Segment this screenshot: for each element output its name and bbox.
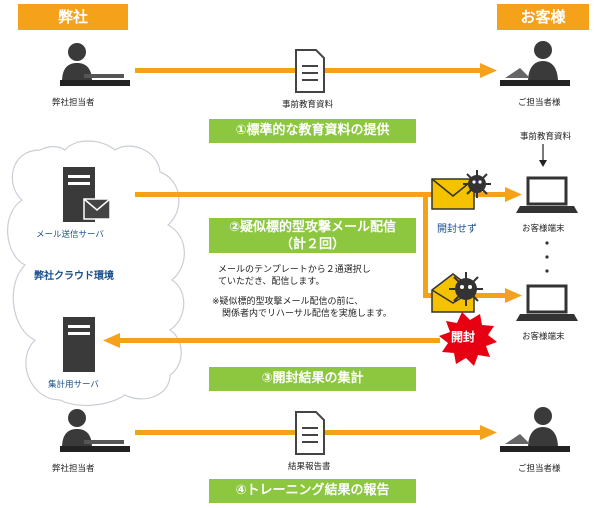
ellipsis-dots	[545, 241, 549, 273]
step-2-line1: ②疑似標的型攻撃メール配信	[228, 220, 396, 235]
label-report: 結果報告書	[288, 462, 331, 472]
step-4-box: ④トレーニング結果の報告	[209, 479, 416, 503]
person-staff-top-icon	[60, 43, 130, 86]
label-staff-top: 弊社担当者	[52, 98, 95, 108]
note-template-2: ていただき、配信します。	[218, 277, 325, 287]
label-terminal-1: お客様端末	[522, 224, 565, 234]
aggregate-server-icon	[63, 317, 95, 372]
label-aggregate-server: 集計用サーバ	[48, 380, 99, 390]
label-opened: 開封	[451, 330, 476, 344]
opened-burst-icon	[439, 312, 497, 366]
header-client: お客様	[497, 4, 589, 30]
label-client-top: ご担当者様	[518, 98, 561, 108]
arrow-mail-1	[135, 187, 522, 202]
label-doc-right: 事前教育資料	[520, 132, 572, 142]
laptop-icon-2	[516, 284, 578, 321]
mail-unopened-virus-icon	[431, 170, 491, 210]
document-icon-top	[295, 49, 325, 93]
label-mail-server: メール送信サーバ	[36, 230, 104, 240]
step-2-line2: （計２回）	[279, 237, 345, 252]
document-icon-bottom	[295, 411, 325, 455]
note-rehearsal-2: 関係者内でリハーサル配信を実施します。	[222, 309, 392, 319]
label-cloud: 弊社クラウド環境	[34, 271, 114, 282]
label-unopened: 開封せず	[437, 224, 477, 235]
label-client-bottom: ご担当者様	[518, 464, 561, 474]
arrow-back	[103, 333, 440, 348]
note-rehearsal-1: ※疑似標的型攻撃メール配信の前に、	[212, 297, 364, 307]
laptop-icon-1	[516, 176, 578, 213]
person-client-top-icon	[500, 41, 570, 86]
mail-server-icon	[63, 167, 111, 222]
label-staff-bottom: 弊社担当者	[52, 464, 95, 474]
mail-opened-virus-icon	[431, 272, 483, 313]
person-client-bottom-icon	[500, 407, 570, 452]
note-template-1: メールのテンプレートから２通選択し	[218, 265, 371, 275]
step-2-box: ②疑似標的型攻撃メール配信 （計２回）	[209, 218, 416, 253]
step-1-box: ①標準的な教育資料の提供	[209, 119, 416, 143]
label-doc-top: 事前教育資料	[282, 100, 334, 110]
person-staff-bottom-icon	[60, 409, 130, 452]
header-company: 弊社	[18, 4, 128, 30]
arrow-down-small	[539, 144, 547, 167]
label-terminal-2: お客様端末	[522, 332, 565, 342]
step-3-box: ③開封結果の集計	[209, 367, 416, 391]
